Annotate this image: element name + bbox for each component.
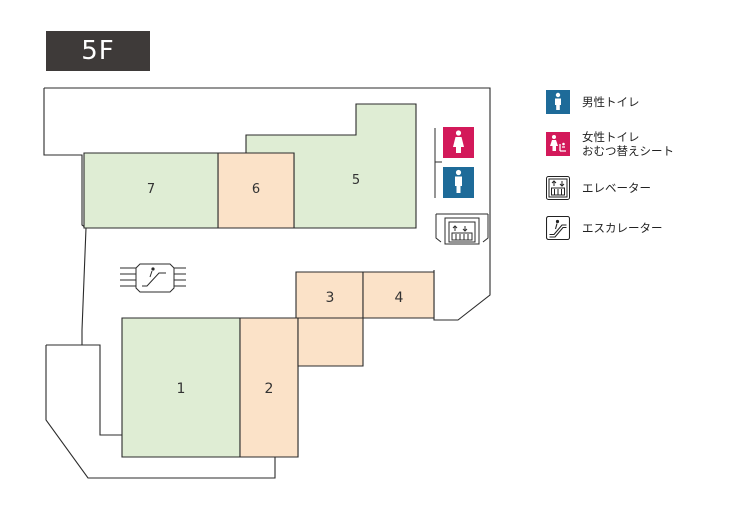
womens-restroom-icon[interactable] [443, 127, 474, 158]
room-2-label: 2 [265, 381, 274, 397]
restroom-area [434, 128, 442, 198]
elevator-icon[interactable] [435, 213, 489, 245]
legend-label-womens-line2: おむつ替えシート [582, 144, 674, 158]
room-2[interactable] [239, 317, 299, 458]
legend-item-womens-restroom: 女性トイレ おむつ替えシート [546, 130, 674, 158]
room-1-label: 1 [177, 381, 186, 397]
escalator-icon[interactable] [120, 263, 186, 293]
room-3-annex[interactable] [297, 317, 364, 367]
womens-restroom-icon [546, 132, 570, 156]
legend-item-elevator: エレベーター [546, 176, 651, 200]
room-4-label: 4 [395, 290, 404, 306]
mens-restroom-icon[interactable] [443, 167, 474, 198]
elevator-icon [546, 176, 570, 200]
room-3-label: 3 [326, 290, 335, 306]
legend-label-womens-line1: 女性トイレ [582, 130, 640, 144]
floor-label: 5F [46, 31, 150, 71]
room-4[interactable] [362, 271, 435, 319]
room-6-label: 6 [252, 182, 260, 197]
legend-label-elevator: エレベーター [582, 181, 651, 195]
room-7-label: 7 [147, 182, 155, 197]
mens-restroom-icon [546, 90, 570, 114]
legend-label-escalator: エスカレーター [582, 221, 663, 235]
escalator-icon [546, 216, 570, 240]
legend-item-mens-restroom: 男性トイレ [546, 90, 640, 114]
legend-label-womens-restroom: 女性トイレ おむつ替えシート [582, 130, 674, 158]
room-7[interactable] [83, 152, 219, 229]
legend-item-escalator: エスカレーター [546, 216, 663, 240]
room-5-label: 5 [352, 173, 360, 188]
legend-label-mens-restroom: 男性トイレ [582, 95, 640, 109]
